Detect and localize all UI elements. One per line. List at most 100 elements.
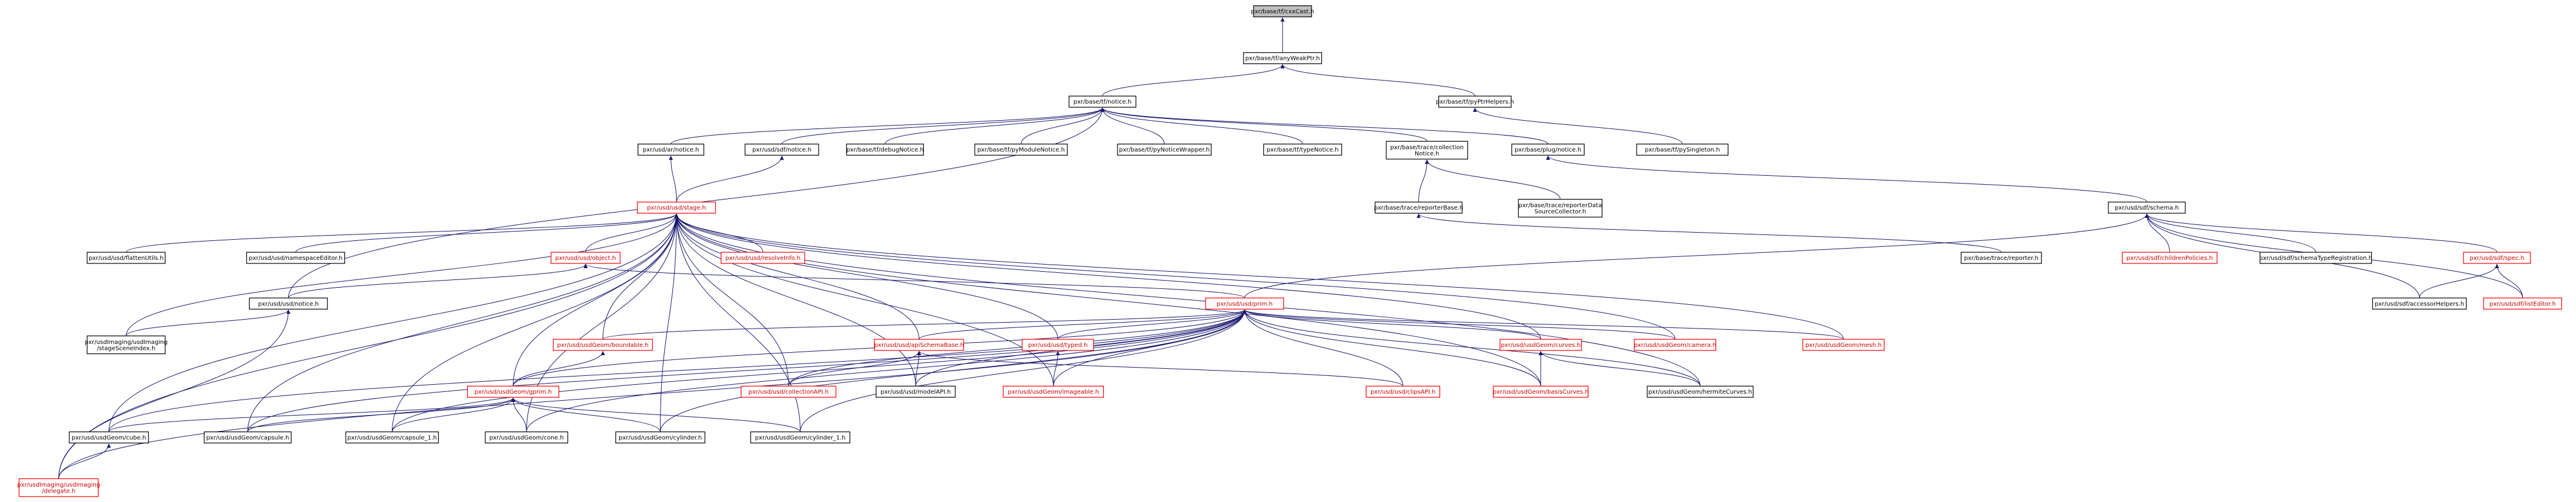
node-box (1205, 297, 1284, 310)
node-usdnotice[interactable]: pxr/usd/usd/notice.h (249, 297, 328, 310)
edge-gprim-to-cube (108, 397, 516, 432)
node-box (615, 431, 706, 443)
node-boundable[interactable]: pxr/usd/usdGeom/boundable.h (553, 339, 653, 351)
node-resolveinfo[interactable]: pxr/usd/usd/resolveInfo.h (720, 252, 806, 264)
node-spec[interactable]: pxr/usd/sdf/spec.h (2463, 252, 2531, 264)
edge-prim-to-delegate (58, 310, 1247, 479)
node-label: pxr/usd/usd/typed.h (1028, 342, 1087, 349)
node-accessorhelpers[interactable]: pxr/usd/sdf/accessorHelpers.h (2372, 297, 2467, 310)
node-box (2483, 297, 2562, 310)
edge-prim-to-collectionapi (788, 310, 1247, 387)
edge-prim-to-schemabase (919, 309, 1247, 340)
node-reporterbase[interactable]: pxr/base/trace/reporterBase.h (1374, 201, 1463, 214)
node-curves[interactable]: pxr/usd/usdGeom/curves.h (1499, 339, 1582, 351)
edge-collectionnotice-to-reporterdata (1425, 159, 1561, 199)
node-anyweakptr[interactable]: pxr/base/tf/anyWeakPtr.h (1243, 52, 1322, 65)
node-plugnotice[interactable]: pxr/base/plug/notice.h (1511, 143, 1585, 156)
node-camera[interactable]: pxr/usd/usdGeom/camera.h (1634, 339, 1717, 351)
node-label: pxr/usd/usd/object.h (555, 255, 616, 262)
node-box (86, 335, 166, 355)
node-stage[interactable]: pxr/usd/usd/stage.h (637, 201, 716, 214)
node-label: Notice.h (1415, 150, 1439, 157)
node-object[interactable]: pxr/usd/usd/object.h (550, 252, 621, 264)
node-cylinder1[interactable]: pxr/usd/usdGeom/cylinder_1.h (750, 431, 851, 443)
node-capsule[interactable]: pxr/usd/usdGeom/capsule.h (204, 431, 292, 443)
edge-sdfschema-to-schematypereg (2144, 214, 2316, 253)
node-gprim[interactable]: pxr/usd/usdGeom/gprim.h (467, 385, 559, 398)
node-imageable[interactable]: pxr/usd/usdGeom/imageable.h (1003, 385, 1105, 398)
node-label: pxr/usd/usdGeom/hermiteCurves.h (1648, 389, 1752, 395)
node-box (1634, 339, 1717, 351)
node-modelapi[interactable]: pxr/usd/usd/modelAPI.h (875, 385, 956, 398)
node-cylinder[interactable]: pxr/usd/usdGeom/cylinder.h (615, 431, 706, 443)
node-box (2372, 297, 2467, 310)
node-schemabase[interactable]: pxr/usd/usd/apiSchemaBase.h (874, 339, 964, 351)
node-prim[interactable]: pxr/usd/usd/prim.h (1205, 297, 1284, 310)
node-label: pxr/usd/usdGeom/capsule.h (206, 435, 289, 441)
node-pynoticewrapper[interactable]: pxr/base/tf/pyNoticeWrapper.h (1117, 143, 1212, 156)
node-box (1511, 143, 1585, 156)
node-mesh[interactable]: pxr/usd/usdGeom/mesh.h (1802, 339, 1885, 351)
node-label: pxr/usd/usdGeom/basisCurves.h (1493, 389, 1589, 395)
node-label: pxr/usdImaging/usdImaging (17, 482, 100, 488)
node-box (485, 431, 568, 443)
node-pymodulenotice[interactable]: pxr/base/tf/pyModuleNotice.h (974, 143, 1068, 156)
node-sdfschema[interactable]: pxr/usd/sdf/schema.h (2108, 201, 2186, 214)
node-basiscurves[interactable]: pxr/usd/usdGeom/basisCurves.h (1493, 385, 1589, 398)
node-debugnotice[interactable]: pxr/base/tf/debugNotice.h (846, 143, 924, 156)
node-delegate[interactable]: pxr/usdImaging/usdImaging/delegate.h (17, 478, 100, 497)
node-box (1518, 199, 1603, 218)
node-arnotice[interactable]: pxr/usd/ar/notice.h (637, 143, 704, 156)
node-collectionapi[interactable]: pxr/usd/usd/collectionAPI.h (740, 385, 836, 398)
node-label: pxr/usd/usd/resolveInfo.h (725, 255, 800, 262)
node-box (246, 252, 345, 264)
node-label: pxr/usd/usd/namespaceEditor.h (249, 255, 342, 262)
node-typenotice[interactable]: pxr/base/tf/typeNotice.h (1263, 143, 1342, 156)
nodes-layer: pxr/base/tf/cxxCast.h pxr/base/tf/anyWeak… (17, 5, 2562, 497)
node-box (249, 297, 328, 310)
node-label: pxr/usd/usd/clipsAPI.h (1370, 389, 1435, 395)
node-hermitecurves[interactable]: pxr/usd/usdGeom/hermiteCurves.h (1647, 385, 1754, 398)
edge-stage-to-curves (674, 214, 1541, 340)
node-cxxcast[interactable]: pxr/base/tf/cxxCast.h (1251, 5, 1314, 18)
node-label: pxr/usd/usd/apiSchemaBase.h (874, 342, 964, 349)
node-box (1493, 385, 1589, 398)
node-namespaceeditor[interactable]: pxr/usd/usd/namespaceEditor.h (246, 252, 345, 264)
node-label: pxr/usd/usdGeom/cone.h (490, 435, 564, 441)
node-flattenutils[interactable]: pxr/usd/usd/flattenUtils.h (86, 252, 166, 264)
node-typed[interactable]: pxr/usd/usd/typed.h (1022, 339, 1094, 351)
node-cone[interactable]: pxr/usd/usdGeom/cone.h (485, 431, 568, 443)
node-childrenpolicies[interactable]: pxr/usd/sdf/childrenPolicies.h (2121, 252, 2218, 264)
edge-prim-to-basiscurves (1242, 310, 1541, 387)
node-reporterdata[interactable]: pxr/base/trace/reporterDataSourceCollect… (1518, 199, 1603, 218)
edge-arnotice-to-stage (668, 156, 677, 202)
node-tracereporter[interactable]: pxr/base/trace/reporter.h (1960, 252, 2042, 264)
node-listeditor[interactable]: pxr/usd/sdf/listEditor.h (2483, 297, 2562, 310)
edge-spec-to-accessorhelpers (2419, 263, 2499, 298)
node-label: pxr/usd/usdGeom/curves.h (1501, 342, 1581, 349)
node-box (1374, 201, 1463, 214)
edge-pyptrhelpers-to-pysingleton (1473, 107, 1683, 144)
node-schematypereg[interactable]: pxr/usd/sdf/schemaTypeRegistration.h (2259, 252, 2372, 264)
edge-schemabase-to-collectionapi (788, 350, 922, 387)
edge-sdfschema-to-childrenpolicies (2144, 214, 2171, 253)
node-capsule1[interactable]: pxr/usd/usdGeom/capsule_1.h (345, 431, 439, 443)
edge-prim-to-mesh (1242, 309, 1844, 340)
edge-plugnotice-to-sdfschema (1545, 155, 2147, 202)
node-pyptrhelpers[interactable]: pxr/base/tf/pyPtrHelpers.h (1436, 95, 1514, 108)
node-clipsapi[interactable]: pxr/usd/usd/clipsAPI.h (1366, 385, 1441, 398)
node-cube[interactable]: pxr/usd/usdGeom/cube.h (69, 431, 149, 443)
edge-sdfschema-to-prim (1244, 214, 2149, 298)
node-pysingleton[interactable]: pxr/base/tf/pySingleton.h (1636, 143, 1729, 156)
node-stagesceneindex[interactable]: pxr/usdImaging/usdImaging/stageSceneInde… (85, 335, 168, 355)
node-box (2259, 252, 2372, 264)
edge-sdfnotice-to-stage (676, 156, 784, 202)
edge-typed-to-imageable (1053, 350, 1060, 387)
edge-stage-to-flattenutils (125, 213, 679, 253)
node-label: pxr/usd/sdf/childrenPolicies.h (2126, 255, 2213, 262)
edge-stage-to-collectionapi (674, 214, 789, 387)
node-sdfnotice[interactable]: pxr/usd/sdf/notice.h (745, 143, 819, 156)
node-notice[interactable]: pxr/base/tf/notice.h (1068, 95, 1136, 108)
edge-boundable-to-gprim (513, 350, 605, 387)
